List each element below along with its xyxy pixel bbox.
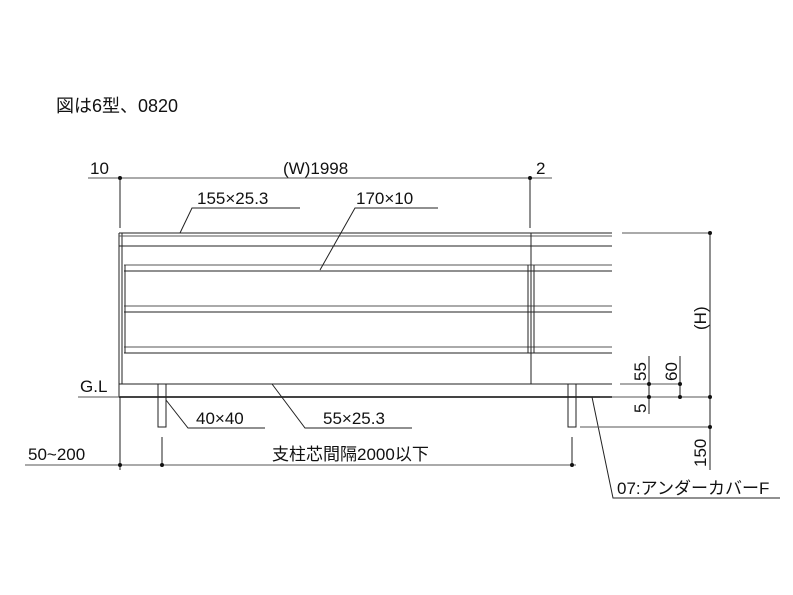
height-label: (H) <box>691 306 710 330</box>
post-spacing-dimension: 50~200 支柱芯間隔2000以下 <box>25 397 576 470</box>
fence-panel <box>118 232 710 398</box>
post-spacing-label: 支柱芯間隔2000以下 <box>272 445 429 464</box>
left-offset-label: 10 <box>90 159 109 178</box>
ground-line-label: G.L <box>80 377 107 396</box>
drawing-title: 図は6型、0820 <box>56 96 178 116</box>
right-post <box>567 383 577 428</box>
bottom-rail-label: 55×25.3 <box>323 409 385 428</box>
ground-line: G.L <box>78 377 119 398</box>
width-label: (W)1998 <box>283 159 348 178</box>
leader-bottom-rail: 55×25.3 <box>271 383 412 429</box>
leader-post: 40×40 <box>165 399 265 429</box>
under-cover-label: 07:アンダーカバーF <box>617 479 769 498</box>
slat-label: 170×10 <box>356 189 413 208</box>
post-label: 40×40 <box>196 409 244 428</box>
leader-under-cover: 07:アンダーカバーF <box>591 396 780 499</box>
width-dimension: 10 (W)1998 2 <box>88 159 552 228</box>
right-offset-label: 2 <box>536 159 545 178</box>
top-rail-label: 155×25.3 <box>197 189 268 208</box>
dim-55-label: 55 <box>631 362 650 381</box>
embed-range-label: 50~200 <box>28 445 85 464</box>
leader-slat: 170×10 <box>319 189 438 271</box>
left-post <box>157 383 167 428</box>
dim-5-label: 5 <box>631 404 650 413</box>
dim-60-label: 60 <box>662 362 681 381</box>
leader-top-rail: 155×25.3 <box>179 189 300 234</box>
height-dimension: (H) 55 60 5 150 <box>580 231 712 470</box>
dim-150-label: 150 <box>691 439 710 467</box>
